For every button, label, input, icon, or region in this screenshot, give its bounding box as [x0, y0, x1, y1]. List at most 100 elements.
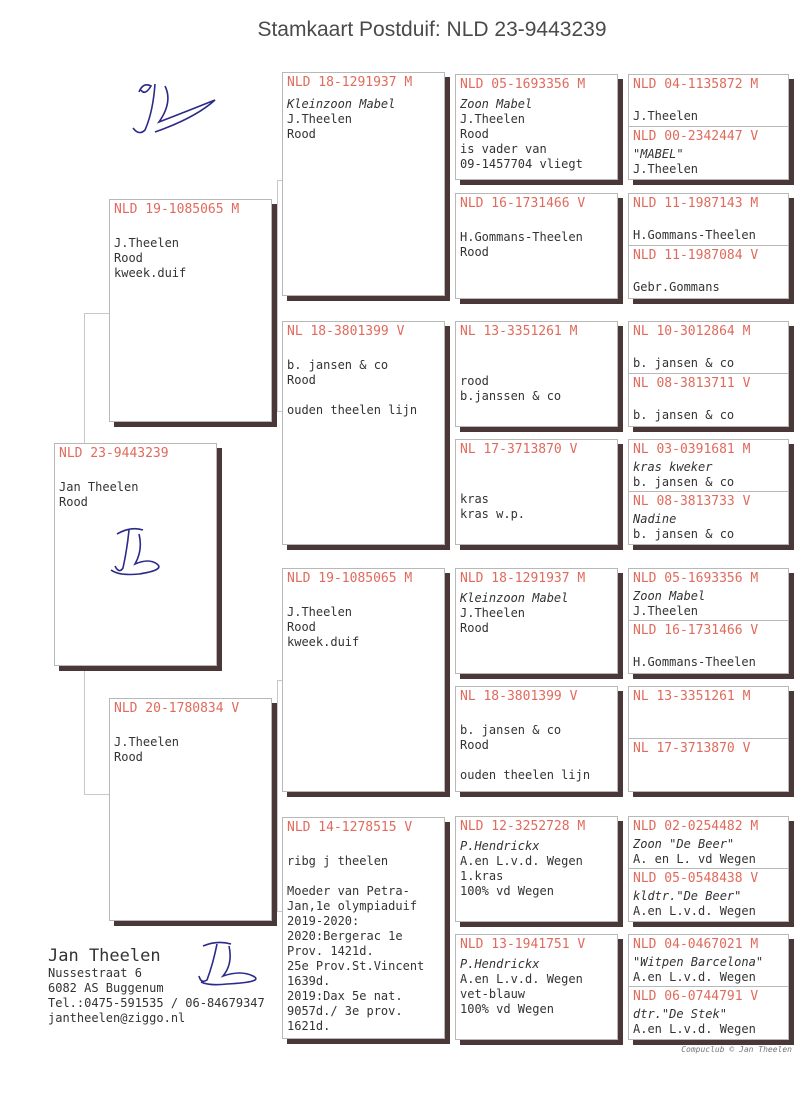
- info-line: P.Hendrickx: [460, 957, 540, 971]
- info-line: b. jansen & co: [633, 356, 735, 370]
- signature-icon: [132, 83, 216, 134]
- ring-number: NLD 23-9443239: [59, 446, 169, 461]
- info-line: 100% vd Wegen: [460, 884, 554, 898]
- info-line: b. jansen & co: [633, 527, 735, 541]
- ring-number: NL 10-3012864 M: [633, 324, 751, 339]
- info-line: b. jansen & co: [287, 358, 389, 372]
- ring-number: NL 08-3813733 V: [633, 494, 751, 509]
- info-line: b.janssen & co: [460, 389, 562, 403]
- ancestor-pair-card: NLD 05-1693356 M Zoon Mabel J.Theelen NL…: [628, 568, 789, 674]
- info-line: b. jansen & co: [633, 408, 735, 422]
- ring-number: NL 17-3713870 V: [633, 741, 751, 756]
- color-text: Rood: [59, 495, 88, 509]
- connector-dam: [84, 665, 109, 795]
- info-line: 1.kras: [460, 869, 504, 883]
- ring-number: NLD 20-1780834 V: [114, 701, 240, 716]
- info-line: Rood: [114, 251, 143, 265]
- ancestor-pair-card: NLD 04-1135872 M J.Theelen NLD 00-234244…: [628, 74, 789, 180]
- ancestor-sub-card: NLD 11-1987084 V Gebr.Gommans: [629, 245, 788, 298]
- info-line: J.Theelen: [633, 162, 699, 176]
- info-line: J.Theelen: [287, 605, 353, 619]
- ring-number: NL 18-3801399 V: [460, 689, 578, 704]
- info-line: Moeder van Petra-: [287, 884, 410, 898]
- ancestor-sub-card: NL 17-3713870 V: [629, 738, 788, 791]
- info-line: 2019:Dax 5e nat.: [287, 989, 403, 1003]
- info-line: A. en L. vd Wegen: [633, 852, 756, 866]
- ring-number: NL 03-0391681 M: [633, 442, 751, 457]
- info-line: ouden theelen lijn: [460, 768, 591, 782]
- ancestor-sub-card: NLD 00-2342447 V "MABEL" J.Theelen: [629, 126, 788, 179]
- info-line: Jan,1e olympiaduif: [287, 899, 418, 913]
- subject-card: NLD 23-9443239 Jan Theelen Rood: [54, 443, 217, 666]
- info-line: P.Hendrickx: [460, 839, 540, 853]
- info-line: Zoon Mabel: [460, 97, 533, 111]
- ancestor-pair-card: NL 13-3351261 M NL 17-3713870 V: [628, 686, 789, 792]
- ancestor-pair-card: NLD 04-0467021 M "Witpen Barcelona" A.en…: [628, 934, 789, 1040]
- grandparent-card: NL 18-3801399 V b. jansen & co Rood oude…: [282, 321, 445, 545]
- ring-number: NL 13-3351261 M: [460, 324, 578, 339]
- info-line: A.en L.v.d. Wegen: [633, 904, 756, 918]
- info-line: A.en L.v.d. Wegen: [460, 972, 583, 986]
- ancestor-pair-card: NLD 11-1987143 M H.Gommans-Theelen NLD 1…: [628, 193, 789, 299]
- great-grandparent-card: NLD 18-1291937 M Kleinzoon Mabel J.Theel…: [455, 568, 618, 674]
- ring-number: NLD 04-1135872 M: [633, 77, 759, 92]
- info-line: Rood: [460, 127, 489, 141]
- great-grandparent-card: NL 13-3351261 M rood b.janssen & co: [455, 321, 618, 427]
- info-line: Kleinzoon Mabel: [460, 591, 569, 605]
- info-line: 100% vd Wegen: [460, 1002, 554, 1016]
- info-line: Nadine: [633, 512, 677, 526]
- great-grandparent-card: NL 17-3713870 V kras kras w.p.: [455, 439, 618, 545]
- info-line: J.Theelen: [460, 112, 526, 126]
- info-line: kras w.p.: [460, 507, 526, 521]
- sire-card: NLD 19-1085065 M J.Theelen Rood kweek.du…: [109, 199, 272, 422]
- dam-card: NLD 20-1780834 V J.Theelen Rood: [109, 698, 272, 921]
- info-line: kras kweker: [633, 460, 713, 474]
- owner-text: Jan Theelen: [59, 480, 139, 494]
- great-grandparent-card: NLD 05-1693356 M Zoon Mabel J.Theelen Ro…: [455, 74, 618, 180]
- owner-postcode: 6082 AS Buggenum: [48, 981, 164, 995]
- ring-number: NL 18-3801399 V: [287, 324, 405, 339]
- info-line: kweek.duif: [114, 266, 187, 280]
- great-grandparent-card: NL 18-3801399 V b. jansen & co Rood oude…: [455, 686, 618, 792]
- info-line: kweek.duif: [287, 635, 360, 649]
- ring-number: NLD 05-1693356 M: [460, 77, 586, 92]
- ring-number: NLD 18-1291937 M: [287, 75, 413, 90]
- ancestor-sub-card: NL 08-3813711 V b. jansen & co: [629, 373, 788, 426]
- great-grandparent-card: NLD 13-1941751 V P.Hendrickx A.en L.v.d.…: [455, 934, 618, 1040]
- info-line: Rood: [460, 245, 489, 259]
- connector-gp1: [277, 180, 284, 412]
- info-line: vet-blauw: [460, 987, 526, 1001]
- info-line: 2020:Bergerac 1e: [287, 929, 403, 943]
- footer-credit: Compuclub © Jan Theelen: [681, 1045, 792, 1054]
- ancestor-pair-card: NL 03-0391681 M kras kweker b. jansen & …: [628, 439, 789, 545]
- info-line: J.Theelen: [287, 112, 353, 126]
- ring-number: NLD 16-1731466 V: [633, 623, 759, 638]
- info-line: J.Theelen: [114, 735, 180, 749]
- owner-block: Jan Theelen Nussestraat 6 6082 AS Buggen…: [48, 946, 265, 1026]
- info-line: Kleinzoon Mabel: [287, 97, 396, 111]
- ring-number: NLD 06-0744791 V: [633, 989, 759, 1004]
- ring-number: NLD 19-1085065 M: [287, 571, 413, 586]
- connector-sire: [84, 313, 109, 445]
- connector-gp2: [277, 680, 284, 912]
- ring-number: NLD 19-1085065 M: [114, 202, 240, 217]
- info-line: "Witpen Barcelona": [633, 955, 764, 969]
- ring-number: NLD 14-1278515 V: [287, 820, 413, 835]
- info-line: 1639d.: [287, 974, 331, 988]
- info-line: H.Gommans-Theelen: [460, 230, 583, 244]
- info-line: Rood: [287, 127, 316, 141]
- signature-icon: [110, 527, 160, 576]
- info-line: is vader van: [460, 142, 547, 156]
- info-line: H.Gommans-Theelen: [633, 228, 756, 242]
- page-title: Stamkaart Postduif: NLD 23-9443239: [257, 18, 607, 41]
- signature-icon: [198, 941, 257, 986]
- info-line: A.en L.v.d. Wegen: [633, 1022, 756, 1036]
- info-line: Zoon "De Beer": [633, 837, 735, 851]
- info-line: b. jansen & co: [460, 723, 562, 737]
- info-line: 1621d.: [287, 1019, 331, 1033]
- ancestor-sub-card: NLD 05-0548438 V kldtr."De Beer" A.en L.…: [629, 868, 788, 921]
- info-line: ribg j theelen: [287, 854, 389, 868]
- info-line: Rood: [460, 621, 489, 635]
- owner-phone: Tel.:0475-591535 / 06-84679347: [48, 996, 265, 1010]
- info-line: J.Theelen: [114, 236, 180, 250]
